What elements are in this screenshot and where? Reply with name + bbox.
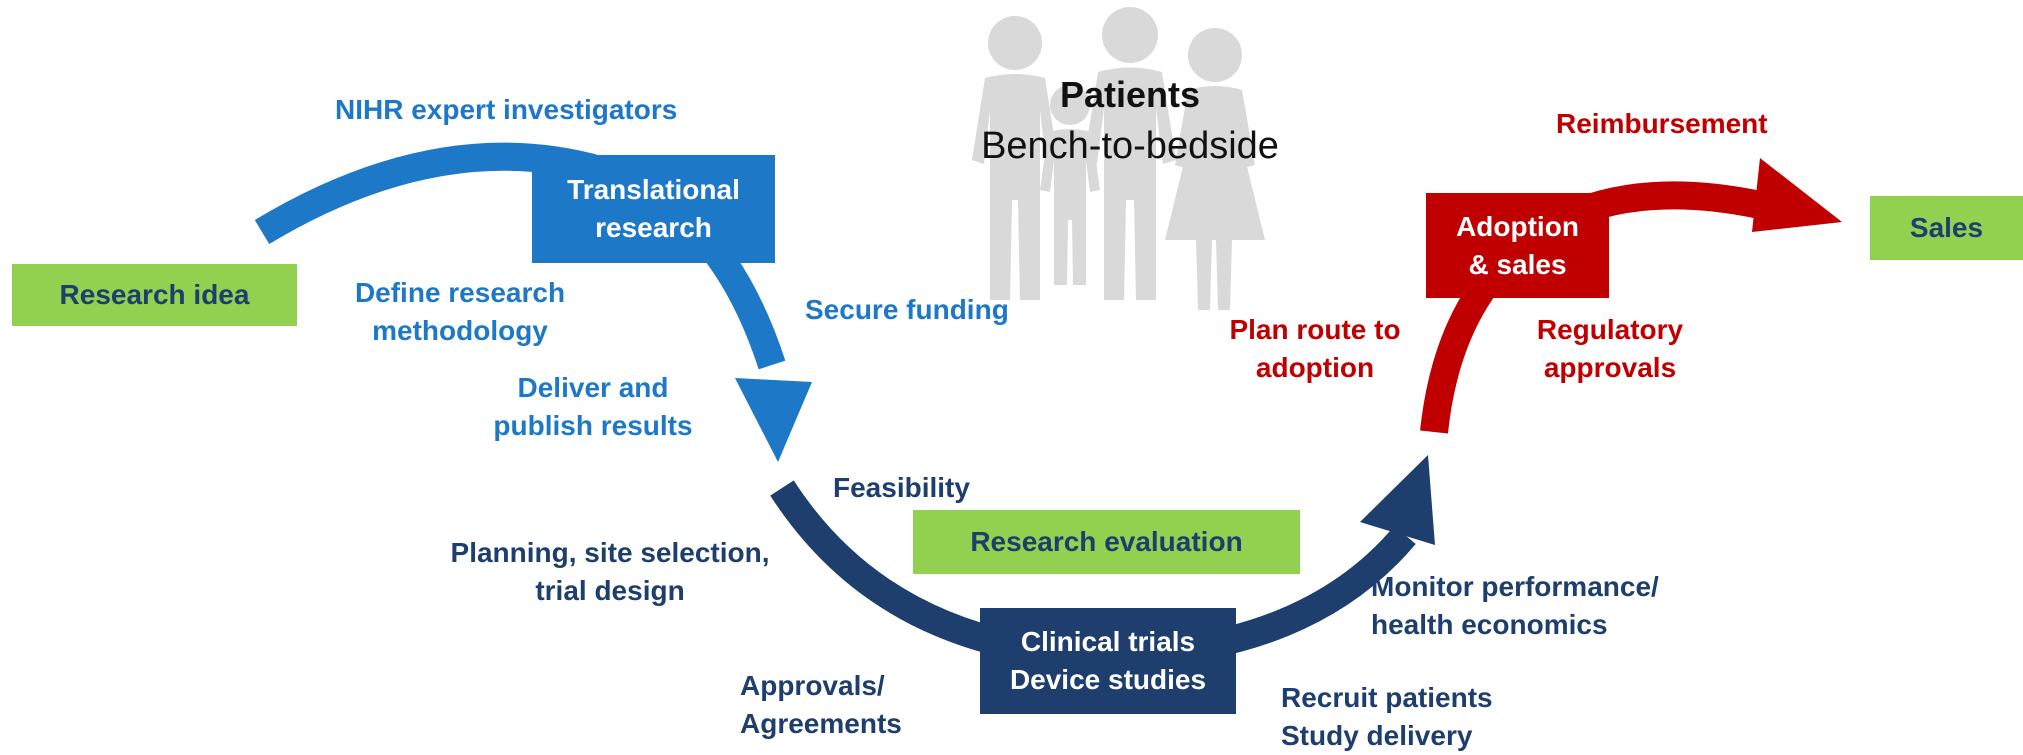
clinical-line1: Clinical trials (1020, 626, 1196, 657)
translational-line1: Translational (567, 174, 740, 205)
nihr-label: NIHR expert investigators (335, 94, 678, 125)
approvals-line1: Approvals/ (740, 670, 885, 701)
adoption-line2: & sales (1468, 248, 1567, 280)
research-evaluation-box: Research evaluation (913, 510, 1300, 574)
monitor-line1: Monitor performance/ (1371, 571, 1659, 602)
deliver-results-label: Deliver and publish results (468, 369, 718, 445)
sales-label: Sales (1909, 212, 1984, 243)
research-evaluation-label: Research evaluation (970, 526, 1243, 557)
regulatory-line1: Regulatory (1536, 314, 1684, 345)
monitor-label: Monitor performance/ health economics (1371, 568, 1659, 644)
regulatory-line2: approvals (1543, 352, 1677, 383)
translational-line2: research (595, 212, 712, 243)
translational-research-box: Translational research (532, 155, 775, 263)
research-idea-box: Research idea (12, 264, 297, 326)
approvals-line2: Agreements (740, 708, 902, 739)
adoption-line1: Adoption (1456, 210, 1579, 242)
patients-title: Patients (1059, 74, 1201, 115)
recruit-line1: Recruit patients (1281, 682, 1493, 713)
family-silhouette-icon (972, 7, 1265, 310)
define-line1: Define research (354, 277, 566, 308)
plan-route-line1: Plan route to (1229, 314, 1401, 345)
define-line2: methodology (372, 315, 548, 346)
patients-subtitle: Bench-to-bedside (981, 125, 1279, 167)
reimbursement-label: Reimbursement (1556, 108, 1768, 139)
planning-line2: trial design (535, 575, 685, 606)
clinical-trials-box: Clinical trials Device studies (980, 608, 1236, 714)
recruit-line2: Study delivery (1281, 720, 1473, 751)
define-methodology-label: Define research methodology (330, 274, 590, 350)
deliver-line2: publish results (493, 410, 693, 441)
clinical-line2: Device studies (1009, 664, 1207, 695)
feasibility-label: Feasibility (833, 472, 970, 503)
planning-label: Planning, site selection, trial design (420, 534, 800, 610)
approvals-label: Approvals/ Agreements (740, 667, 902, 743)
planning-line1: Planning, site selection, (450, 537, 770, 568)
secure-funding-label: Secure funding (805, 294, 1009, 325)
research-idea-label: Research idea (59, 279, 250, 310)
deliver-line1: Deliver and (517, 372, 669, 403)
regulatory-label: Regulatory approvals (1500, 311, 1720, 387)
plan-route-label: Plan route to adoption (1205, 311, 1425, 387)
recruit-label: Recruit patients Study delivery (1281, 679, 1493, 755)
sales-box: Sales (1870, 196, 2023, 260)
plan-route-line2: adoption (1255, 352, 1375, 383)
monitor-line2: health economics (1371, 609, 1608, 640)
adoption-sales-box: Adoption & sales (1426, 193, 1609, 298)
